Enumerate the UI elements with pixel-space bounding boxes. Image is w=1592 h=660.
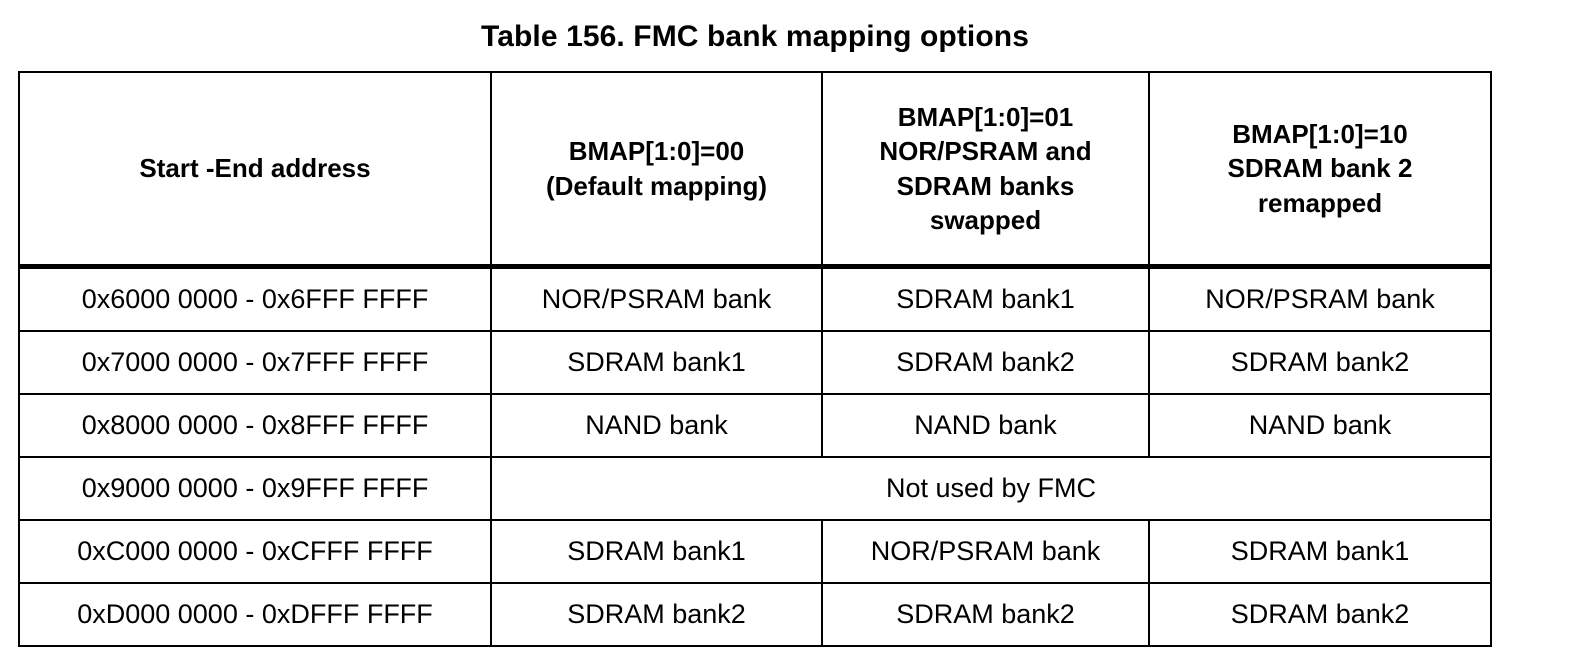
cell-bmap00: NAND bank (490, 393, 823, 458)
column-header-address-line-1: Start -End address (139, 153, 371, 184)
table-row: 0x6000 0000 - 0x6FFF FFFF NOR/PSRAM bank… (18, 266, 1492, 332)
cell-not-used-merged: Not used by FMC (490, 456, 1492, 521)
cell-address: 0x7000 0000 - 0x7FFF FFFF (18, 330, 492, 395)
column-header-bmap01-line-1: BMAP[1:0]=01 (897, 101, 1074, 132)
table-header-row: Start -End address BMAP[1:0]=00 (Default… (18, 71, 1492, 269)
column-header-address: Start -End address (18, 71, 492, 269)
column-header-bmap01-line-2: NOR/PSRAM and (879, 136, 1092, 167)
column-header-bmap01: BMAP[1:0]=01 NOR/PSRAM and SDRAM banks s… (821, 71, 1150, 269)
cell-bmap01: SDRAM bank1 (821, 266, 1150, 332)
cell-address: 0x9000 0000 - 0x9FFF FFFF (18, 456, 492, 521)
table-row: 0xC000 0000 - 0xCFFF FFFF SDRAM bank1 NO… (18, 519, 1492, 584)
cell-bmap01: SDRAM bank2 (821, 582, 1150, 647)
cell-bmap01: NOR/PSRAM bank (821, 519, 1150, 584)
cell-bmap00: SDRAM bank1 (490, 330, 823, 395)
column-header-bmap10-line-1: BMAP[1:0]=10 (1232, 119, 1408, 150)
cell-bmap01: NAND bank (821, 393, 1150, 458)
cell-bmap10: SDRAM bank2 (1148, 330, 1492, 395)
table-header: Start -End address BMAP[1:0]=00 (Default… (18, 71, 1492, 269)
column-header-bmap10-line-2: SDRAM bank 2 (1227, 153, 1413, 184)
cell-bmap01: SDRAM bank2 (821, 330, 1150, 395)
cell-address: 0xC000 0000 - 0xCFFF FFFF (18, 519, 492, 584)
cell-address: 0x8000 0000 - 0x8FFF FFFF (18, 393, 492, 458)
cell-bmap10: SDRAM bank2 (1148, 582, 1492, 647)
column-header-bmap00-line-1: BMAP[1:0]=00 (568, 136, 745, 167)
cell-bmap10: NOR/PSRAM bank (1148, 266, 1492, 332)
table-body: 0x6000 0000 - 0x6FFF FFFF NOR/PSRAM bank… (18, 266, 1492, 647)
column-header-bmap00-line-2: (Default mapping) (546, 170, 767, 201)
table-row: 0xD000 0000 - 0xDFFF FFFF SDRAM bank2 SD… (18, 582, 1492, 647)
column-header-bmap10: BMAP[1:0]=10 SDRAM bank 2 remapped (1148, 71, 1492, 269)
cell-bmap00: SDRAM bank2 (490, 582, 823, 647)
column-header-bmap01-line-3: SDRAM banks (896, 170, 1075, 201)
cell-bmap00: NOR/PSRAM bank (490, 266, 823, 332)
table-row: 0x9000 0000 - 0x9FFF FFFF Not used by FM… (18, 456, 1492, 521)
table-row: 0x8000 0000 - 0x8FFF FFFF NAND bank NAND… (18, 393, 1492, 458)
table-caption: Table 156. FMC bank mapping options (481, 20, 1029, 53)
cell-address: 0xD000 0000 - 0xDFFF FFFF (18, 582, 492, 647)
cell-bmap10: SDRAM bank1 (1148, 519, 1492, 584)
column-header-bmap10-line-3: remapped (1257, 187, 1383, 218)
cell-bmap10: NAND bank (1148, 393, 1492, 458)
fmc-bank-mapping-table: Start -End address BMAP[1:0]=00 (Default… (18, 71, 1492, 647)
table-row: 0x7000 0000 - 0x7FFF FFFF SDRAM bank1 SD… (18, 330, 1492, 395)
column-header-bmap01-line-4: swapped (929, 204, 1042, 235)
column-header-bmap00: BMAP[1:0]=00 (Default mapping) (490, 71, 823, 269)
table-container: Start -End address BMAP[1:0]=00 (Default… (18, 71, 1492, 647)
cell-address: 0x6000 0000 - 0x6FFF FFFF (18, 266, 492, 332)
cell-bmap00: SDRAM bank1 (490, 519, 823, 584)
